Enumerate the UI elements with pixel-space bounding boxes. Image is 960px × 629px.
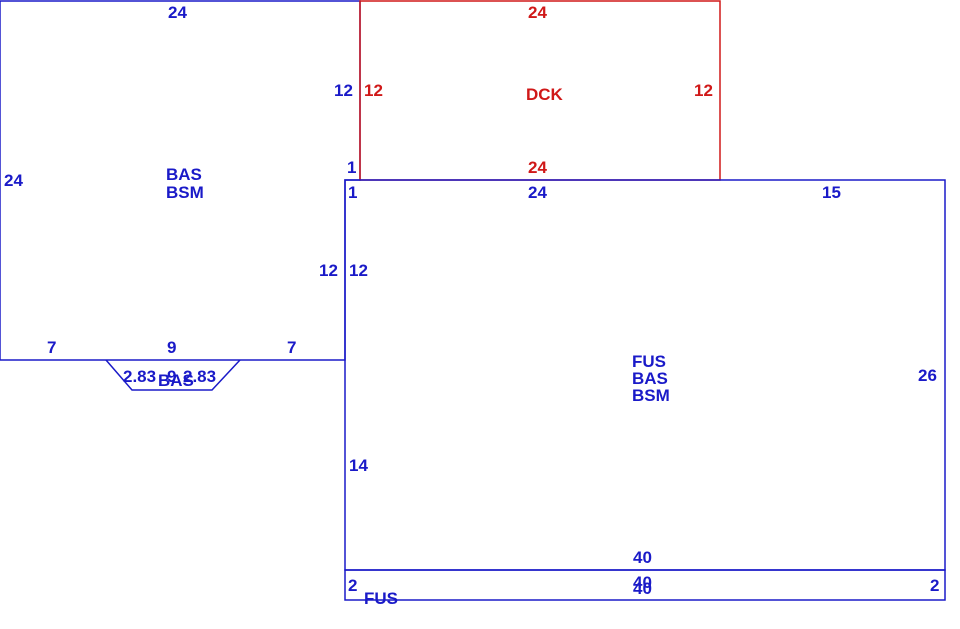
deck-code: DCK — [526, 85, 564, 104]
deck-dim-top: 24 — [528, 3, 547, 22]
left-block-dim-bottom-left: 7 — [47, 338, 56, 357]
bottom-strip-dim-left: 2 — [348, 576, 357, 595]
left-block-dim-top: 24 — [168, 3, 187, 22]
bay-code: BAS — [158, 371, 194, 390]
bay-outline — [105, 359, 241, 391]
main-block-dim-bottom: 40 — [633, 548, 652, 567]
main-block-dim-top-left: 1 — [348, 183, 357, 202]
deck-dim-left: 12 — [364, 81, 383, 100]
bottom-strip-code: FUS — [364, 589, 398, 608]
left-block-dim-bottom-mid: 9 — [167, 338, 176, 357]
left-block-dim-bottom-right: 7 — [287, 338, 296, 357]
main-block-dim-top-mid: 24 — [528, 183, 547, 202]
bottom-strip-dim-bottom: 40 — [633, 579, 652, 598]
bottom-strip-dim-right: 2 — [930, 576, 939, 595]
main-block-code-3: BSM — [632, 386, 670, 405]
bay-dim-left: 2.83 — [123, 367, 156, 386]
left-block-code-1: BAS — [166, 165, 202, 184]
deck-dim-right: 12 — [694, 81, 713, 100]
left-block-code-2: BSM — [166, 183, 204, 202]
main-block-dim-right: 26 — [918, 366, 937, 385]
left-block-dim-right-lower: 12 — [319, 261, 338, 280]
deck-dim-bottom: 24 — [528, 158, 547, 177]
bottom-strip-dim-top: 40 — [633, 573, 652, 592]
bottom-strip-outline — [344, 569, 946, 601]
main-block-dim-left-lower: 14 — [349, 456, 368, 475]
bay-dim-right: 2.83 — [183, 367, 216, 386]
bay-dim-mid: 9 — [167, 367, 176, 386]
main-block-code-2: BAS — [632, 369, 668, 388]
left-block-dim-left: 24 — [4, 171, 23, 190]
main-block-code-1: FUS — [632, 352, 666, 371]
left-block-dim-right-upper: 12 — [334, 81, 353, 100]
left-block-dim-right-mid-top: 1 — [347, 158, 356, 177]
main-block-dim-top-right: 15 — [822, 183, 841, 202]
main-block-dim-left-upper: 12 — [349, 261, 368, 280]
